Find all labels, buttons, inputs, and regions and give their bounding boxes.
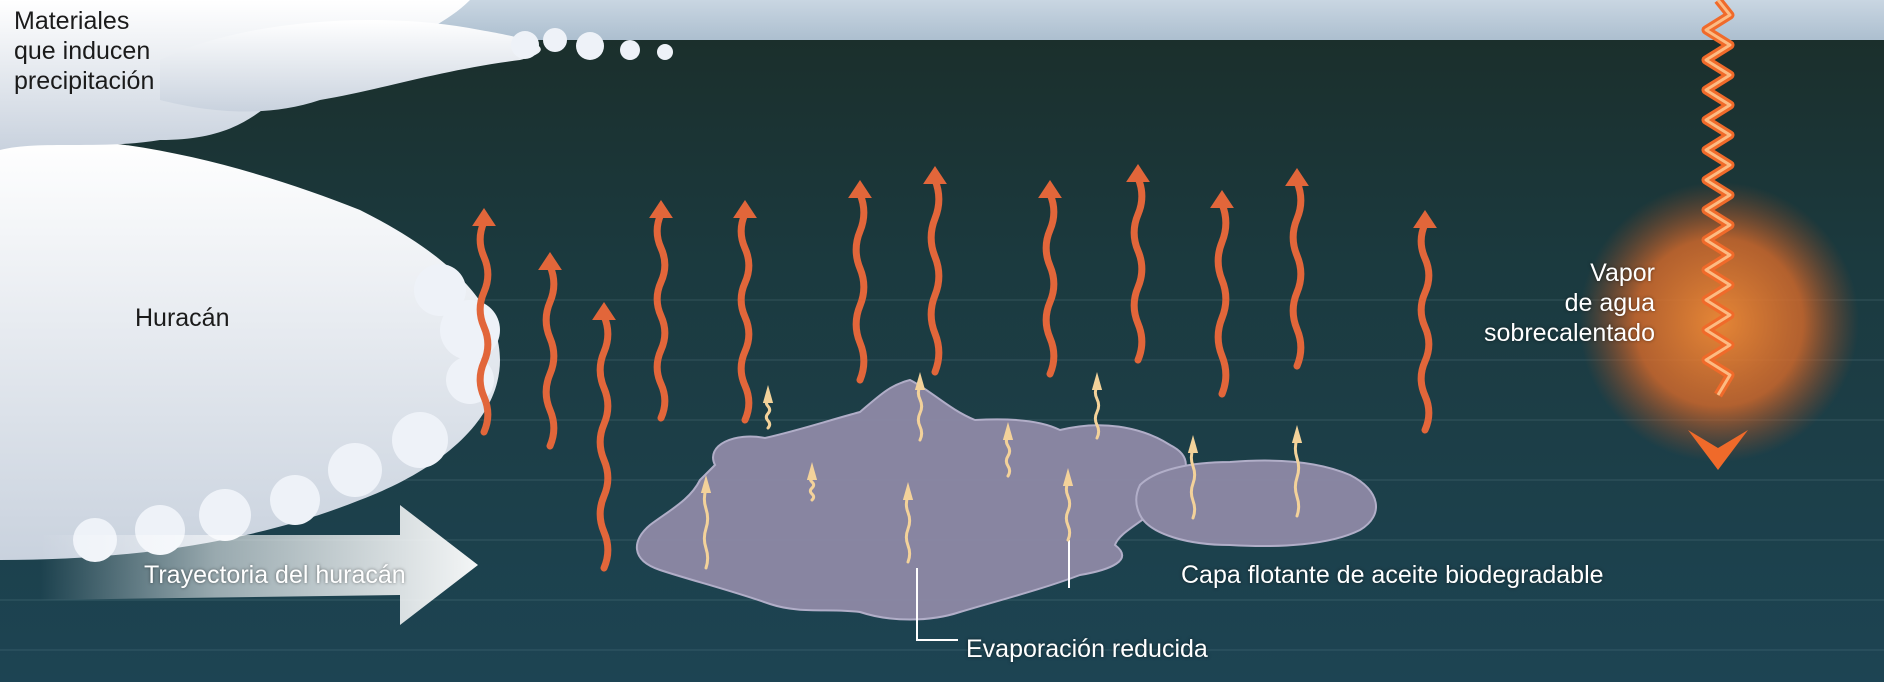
hurricane-label: Huracán (135, 303, 230, 333)
oil-layer-label: Capa flotante de aceite biodegradable (1181, 560, 1604, 590)
vapor-label: Vapor de agua sobrecalentado (1470, 258, 1655, 348)
trajectory-label: Trayectoria del huracán (144, 560, 406, 590)
reduced-evaporation-label: Evaporación reducida (966, 634, 1208, 664)
materials-label: Materiales que inducen precipitación (14, 6, 154, 96)
